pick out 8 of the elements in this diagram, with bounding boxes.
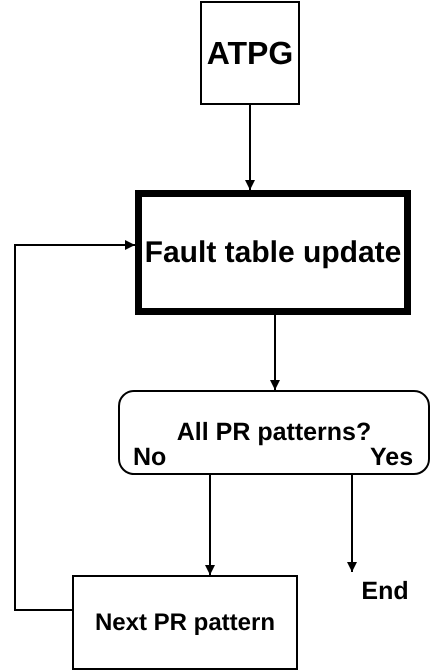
process-box: Fault table update — [135, 190, 411, 315]
arrow — [347, 475, 357, 572]
arrow — [270, 315, 280, 390]
arrow — [14, 240, 135, 611]
arrow — [245, 105, 255, 190]
process-box: Next PR pattern — [72, 575, 298, 670]
process-box: ATPG — [200, 1, 300, 105]
arrow — [205, 475, 215, 575]
